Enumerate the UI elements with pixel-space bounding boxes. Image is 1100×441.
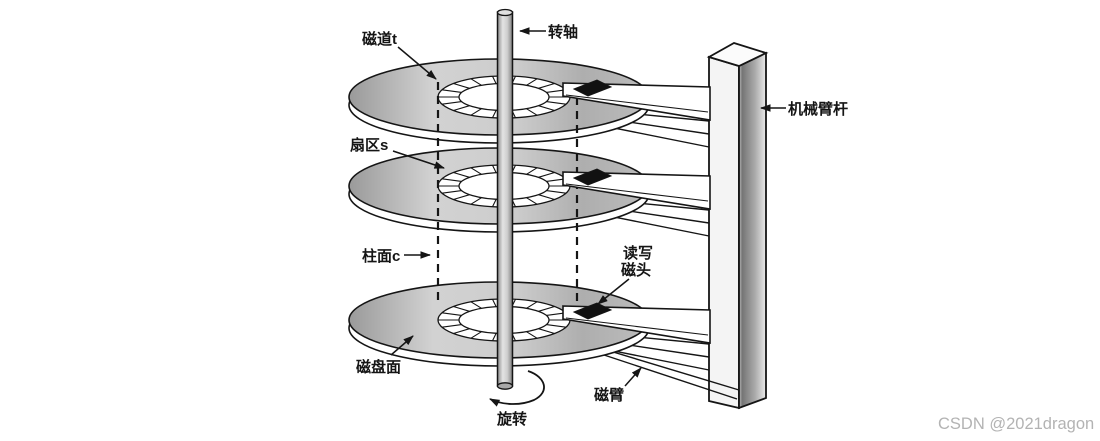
label-read-write-head-line1: 读写 [623,244,653,262]
spindle-top-cap [496,8,514,17]
arrow-read-write-head [597,278,630,305]
arrow-track [397,46,437,80]
arrow-disk-surface [390,335,414,356]
label-read-write-head-line2: 磁头 [621,261,651,279]
column-right-face [738,51,767,410]
watermark: CSDN @2021dragon [938,415,1094,433]
spindle-bottom-cap [496,382,514,390]
label-sector: 扇区s [350,136,388,154]
arrow-sector [392,150,445,169]
rotation-arrow [489,370,545,407]
label-track: 磁道t [362,30,397,48]
label-actuator-arm: 磁臂 [594,386,624,404]
spindle-rod [496,8,514,390]
label-rotation: 旋转 [496,410,527,428]
label-actuator-column: 机械臂杆 [788,100,848,118]
column-top-face [706,42,769,67]
label-cylinder: 柱面c [362,247,400,265]
arrow-actuator-arm [624,367,642,387]
label-disk-surface: 磁盘面 [356,358,401,376]
column-left-face [708,55,740,410]
label-spindle: 转轴 [548,23,578,41]
actuator-column [706,42,769,410]
